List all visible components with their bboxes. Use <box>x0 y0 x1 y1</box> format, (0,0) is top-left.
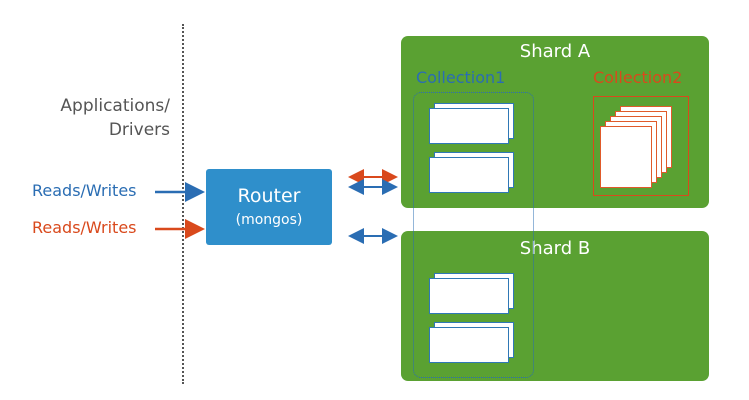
shard-a-title: Shard A <box>519 41 591 62</box>
collection2-boundary <box>593 96 689 196</box>
collection1-boundary <box>413 92 534 378</box>
reads-writes-blue-label: Reads/Writes <box>32 181 137 200</box>
shard-b-title: Shard B <box>519 238 591 259</box>
chunk-document <box>429 278 509 314</box>
client-divider-line <box>182 24 184 384</box>
applications-text: Applications/ <box>60 96 170 116</box>
router-subtitle: (mongos) <box>235 212 303 228</box>
collection2-label: Collection2 <box>593 68 683 87</box>
router-title: Router <box>237 185 301 207</box>
chunk-document <box>429 327 509 363</box>
collection1-label: Collection1 <box>416 68 506 87</box>
router-node[interactable]: Router (mongos) <box>206 169 332 245</box>
chunk-document <box>429 108 509 144</box>
page-stack-sheet <box>600 126 652 188</box>
chunk-document <box>429 157 509 193</box>
applications-drivers-label: Applications/ Drivers <box>50 94 170 142</box>
reads-writes-red-label: Reads/Writes <box>32 218 137 237</box>
drivers-text: Drivers <box>108 120 170 140</box>
